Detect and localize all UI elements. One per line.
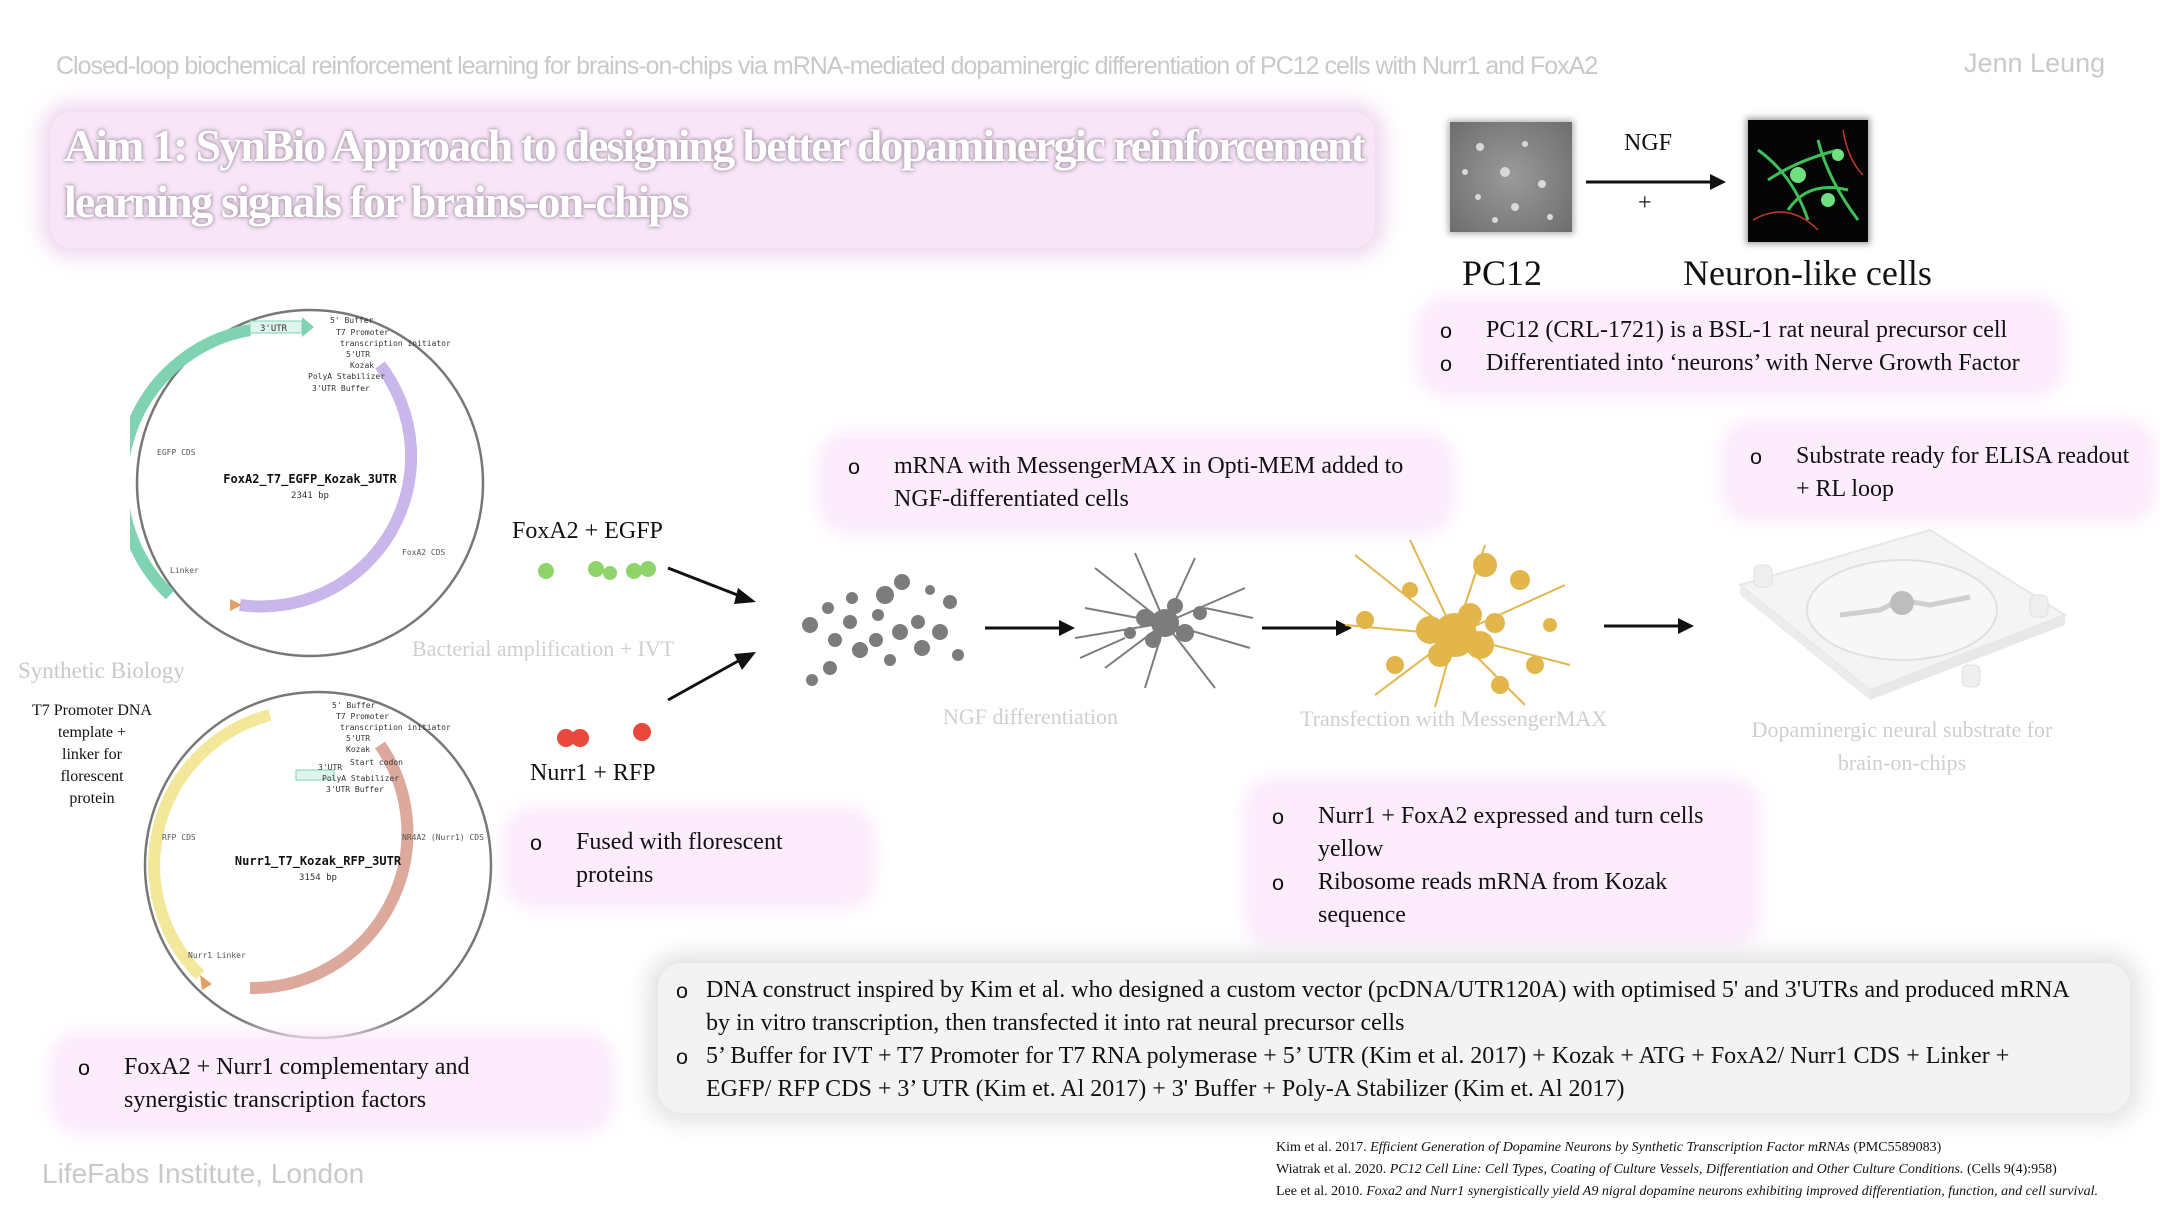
synbio-desc-line: T7 Promoter DNA [32, 702, 152, 719]
pc12-cells-graphic [1462, 141, 1553, 223]
amplification-label: Bacterial amplification + IVT [412, 636, 675, 661]
plasmid1-feature: 5'UTR [346, 350, 370, 359]
pc12-arrow-icon [1586, 174, 1726, 190]
synbio-desc-line: template + [57, 724, 127, 741]
aim-title-line-2: learning signals for brains-on-chips [64, 176, 690, 227]
plasmid2-feature: 5' Buffer [332, 701, 376, 710]
substrate-bullets: Substrate ready for ELISA readout+ RL lo… [1750, 440, 2129, 506]
plasmid2-arc-label: Nurr1 Linker [188, 951, 246, 960]
ngf-differentiated-cells [1075, 552, 1254, 689]
plasmid1-feature: PolyA Stabilizer [308, 372, 385, 381]
neuron-micrograph [1748, 120, 1868, 242]
plasmid1-feature: 3'UTR Buffer [312, 384, 370, 393]
transfection-label: Transfection with MessengerMAX [1300, 706, 1608, 731]
presentation-title: Closed-loop biochemical reinforcement le… [56, 52, 1598, 80]
reference-entry: Lee et al. 2010. Foxa2 and Nurr1 synergi… [1276, 1184, 2098, 1199]
plasmid2-feature: 5'UTR [346, 734, 370, 743]
plasmid1-arc-label: EGFP CDS [157, 448, 196, 457]
plasmid2-arc-label: NR4A2 (Nurr1) CDS [402, 833, 484, 842]
nurr1-plasmid-map: RFP CDS NR4A2 (Nurr1) CDS Nurr1 Linker 5… [143, 690, 493, 1040]
complementary-bullet: FoxA2 + Nurr1 complementary andsynergist… [78, 1051, 469, 1117]
plasmid1-feature: Kozak [350, 361, 374, 370]
brain-on-chip-device [1737, 528, 2068, 700]
construct-bullet: DNA construct inspired by Kim et al. who… [676, 974, 2070, 1040]
plasmid2-feature: Start codon [350, 758, 403, 767]
plasmid1-feature: transcription initiator [340, 339, 451, 348]
plasmid2-feature: 3'UTR Buffer [326, 785, 384, 794]
plasmid2-feature: transcription initiator [340, 723, 451, 732]
pc12-bullets: PC12 (CRL-1721) is a BSL-1 rat neural pr… [1440, 314, 2020, 380]
expression-bullets: Nurr1 + FoxA2 expressed and turn cellsye… [1272, 800, 1703, 932]
neuron-like-label: Neuron-like cells [1683, 253, 1932, 293]
plasmid1-feature: 5' Buffer [330, 316, 374, 325]
mrna-bullets: mRNA with MessengerMAX in Opti-MEM added… [848, 450, 1403, 516]
plasmid2-arc-label: RFP CDS [162, 833, 196, 842]
plasmid2-feature: T7 Promoter [336, 712, 389, 721]
plasmid2-name: Nurr1_T7_Kozak_RFP_3UTR [235, 854, 402, 869]
substrate-caption: Dopaminergic neural substrate for brain-… [1732, 713, 2072, 779]
synbio-desc-line: florescent [60, 768, 124, 785]
plasmid2-size: 3154 bp [299, 873, 337, 883]
egfp-protein-dots [538, 561, 656, 580]
pipeline-arrow-icon [1262, 620, 1352, 636]
construct-bullets: DNA construct inspired by Kim et al. who… [676, 974, 2070, 1106]
plasmid2-feature: PolyA Stabilizer [322, 774, 399, 783]
plasmid1-size: 2341 bp [291, 491, 329, 501]
substrate-caption-line: brain-on-chips [1837, 750, 1967, 775]
substrate-bullet: Substrate ready for ELISA readout+ RL lo… [1750, 440, 2129, 506]
nurr1-rfp-label: Nurr1 + RFP [530, 760, 656, 786]
pc12-micrograph [1450, 122, 1572, 232]
rfp-protein-dots [557, 723, 651, 747]
complementary-bullets: FoxA2 + Nurr1 complementary andsynergist… [78, 1051, 469, 1117]
merge-arrows-icon [667, 566, 756, 702]
plasmid1-arc-label: FoxA2 CDS [402, 548, 446, 557]
ngf-label: NGF [1624, 130, 1673, 156]
plasmid1-name: FoxA2_T7_EGFP_Kozak_3UTR [223, 472, 397, 487]
plasmid2-feature: 3'UTR [318, 763, 342, 772]
pc12-bullet: Differentiated into ‘neurons’ with Nerve… [1440, 347, 2020, 380]
foxa2-plasmid-map: 3'UTR EGFP CDS FoxA2 CDS Linker 5' Buffe… [130, 308, 485, 658]
pc12-cell-cluster [802, 574, 964, 686]
plasmid1-arc-label: 3'UTR [260, 324, 288, 334]
reference-entry: Kim et al. 2017. Efficient Generation of… [1276, 1140, 1942, 1155]
ngf-plus: + [1638, 190, 1652, 216]
pipeline-arrow-icon [1604, 618, 1694, 634]
foxa2-egfp-label: FoxA2 + EGFP [512, 518, 663, 544]
footer-organization: LifeFabs Institute, London [42, 1158, 365, 1189]
neuron-cells-graphic [1752, 129, 1864, 231]
pc12-bullet: PC12 (CRL-1721) is a BSL-1 rat neural pr… [1440, 314, 2020, 347]
synbio-desc-line: linker for [62, 746, 122, 763]
plasmid1-arc-label: Linker [170, 566, 199, 575]
mrna-bullet: mRNA with MessengerMAX in Opti-MEM added… [848, 450, 1403, 516]
ngf-differentiation-label: NGF differentiation [943, 704, 1118, 729]
references: Kim et al. 2017. Efficient Generation of… [1276, 1137, 2156, 1203]
aim-banner [50, 112, 1375, 248]
synbio-desc-line: protein [69, 790, 115, 807]
plasmid1-feature: T7 Promoter [336, 328, 389, 337]
aim-title: Aim 1: SynBio Approach to designing bett… [64, 118, 1366, 230]
pc12-label: PC12 [1462, 253, 1543, 293]
substrate-caption-line: Dopaminergic neural substrate for [1751, 717, 2053, 742]
reference-entry: Wiatrak et al. 2020. PC12 Cell Line: Cel… [1276, 1162, 2057, 1177]
pipeline-arrow-icon [985, 620, 1075, 636]
transfected-cells [1344, 539, 1571, 708]
aim-title-line-1: Aim 1: SynBio Approach to designing bett… [64, 120, 1366, 171]
plasmid2-feature: Kozak [346, 745, 370, 754]
author-name: Jenn Leung [1964, 48, 2106, 78]
synbio-desc: T7 Promoter DNA template + linker for fl… [22, 700, 162, 810]
construct-bullet: 5’ Buffer for IVT + T7 Promoter for T7 R… [676, 1040, 2070, 1106]
synbio-title: Synthetic Biology [18, 658, 185, 683]
expression-bullet: Nurr1 + FoxA2 expressed and turn cellsye… [1272, 800, 1703, 866]
